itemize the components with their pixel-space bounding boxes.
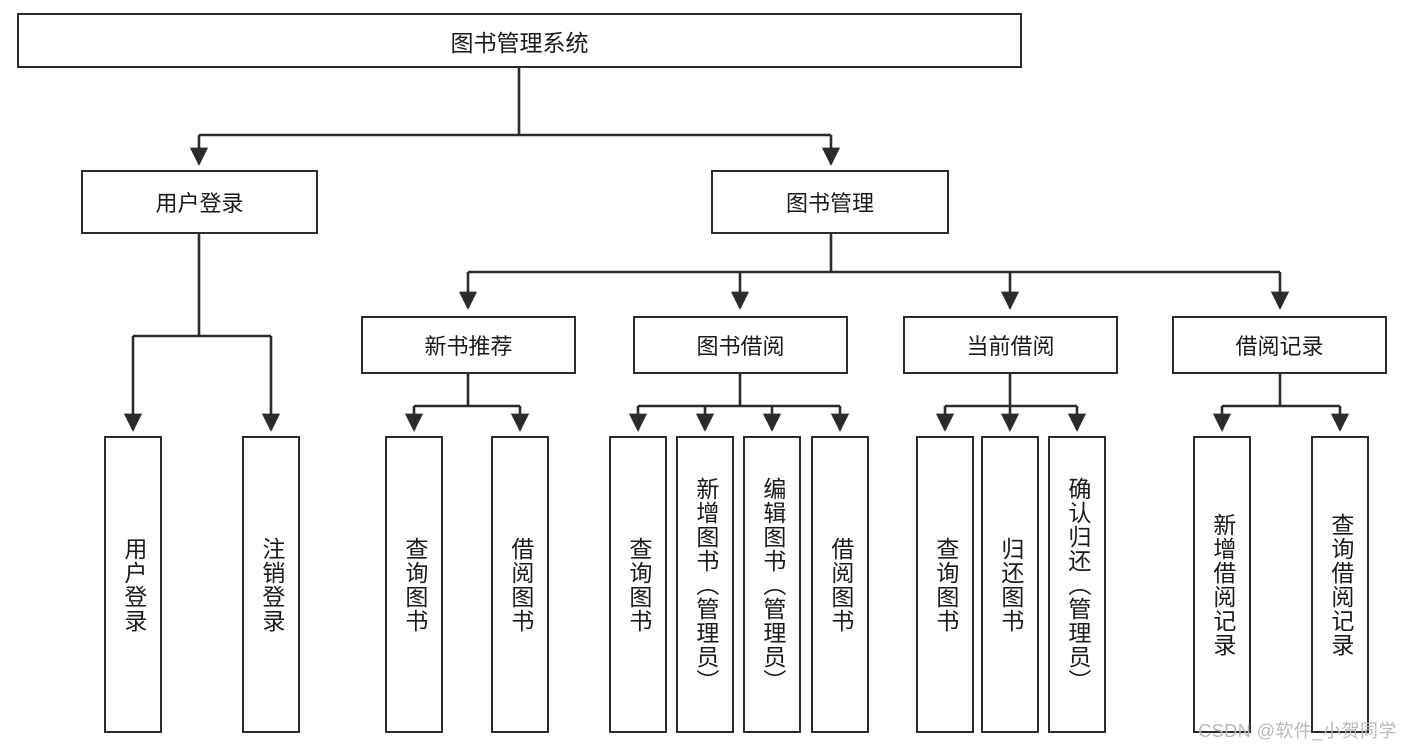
node-leaf-query-book-1[interactable]: 查询图书 — [385, 436, 443, 733]
node-leaf-add-book[interactable]: 新增图书（管理员） — [676, 436, 734, 733]
node-leaf-user-logout[interactable]: 注销登录 — [242, 436, 300, 733]
node-leaf-user-login[interactable]: 用户登录 — [104, 436, 162, 733]
node-leaf-user-login-label: 用户登录 — [120, 536, 147, 633]
node-book-manage[interactable]: 图书管理 — [711, 170, 949, 234]
node-leaf-query-record-label: 查询借阅记录 — [1327, 512, 1354, 657]
node-leaf-add-record[interactable]: 新增借阅记录 — [1193, 436, 1251, 733]
node-leaf-add-book-label: 新增图书（管理员） — [692, 476, 719, 693]
node-leaf-edit-book-label: 编辑图书（管理员） — [759, 476, 786, 693]
node-book-borrow[interactable]: 图书借阅 — [633, 316, 848, 374]
node-new-book-recommend[interactable]: 新书推荐 — [361, 316, 576, 374]
node-leaf-confirm-return[interactable]: 确认归还（管理员） — [1048, 436, 1106, 733]
node-leaf-edit-book[interactable]: 编辑图书（管理员） — [743, 436, 801, 733]
node-leaf-query-book-3-label: 查询图书 — [932, 536, 959, 633]
node-user-login[interactable]: 用户登录 — [81, 170, 318, 234]
node-new-book-recommend-label: 新书推荐 — [424, 334, 513, 359]
node-leaf-query-book-1-label: 查询图书 — [401, 536, 428, 633]
node-leaf-confirm-return-label: 确认归还（管理员） — [1064, 476, 1091, 693]
node-leaf-borrow-book-2[interactable]: 借阅图书 — [811, 436, 869, 733]
node-root-label: 图书管理系统 — [450, 29, 589, 56]
node-leaf-add-record-label: 新增借阅记录 — [1209, 512, 1236, 657]
node-leaf-query-book-2-label: 查询图书 — [625, 536, 652, 633]
node-leaf-return-book[interactable]: 归还图书 — [981, 436, 1039, 733]
node-borrow-record-label: 借阅记录 — [1235, 334, 1324, 359]
node-current-borrow[interactable]: 当前借阅 — [903, 316, 1118, 374]
node-book-manage-label: 图书管理 — [785, 191, 874, 216]
node-leaf-borrow-book-2-label: 借阅图书 — [827, 536, 854, 633]
node-current-borrow-label: 当前借阅 — [966, 334, 1055, 359]
node-leaf-query-record[interactable]: 查询借阅记录 — [1311, 436, 1369, 733]
node-user-login-label: 用户登录 — [155, 191, 244, 216]
node-leaf-borrow-book-1-label: 借阅图书 — [507, 536, 534, 633]
node-borrow-record[interactable]: 借阅记录 — [1172, 316, 1387, 374]
node-leaf-return-book-label: 归还图书 — [997, 536, 1024, 633]
node-book-borrow-label: 图书借阅 — [696, 334, 785, 359]
node-leaf-query-book-3[interactable]: 查询图书 — [916, 436, 974, 733]
node-leaf-user-logout-label: 注销登录 — [258, 536, 285, 633]
node-leaf-query-book-2[interactable]: 查询图书 — [609, 436, 667, 733]
node-root[interactable]: 图书管理系统 — [17, 13, 1022, 68]
csdn-watermark: CSDN @软件_小贺同学 — [1198, 721, 1397, 741]
node-leaf-borrow-book-1[interactable]: 借阅图书 — [491, 436, 549, 733]
